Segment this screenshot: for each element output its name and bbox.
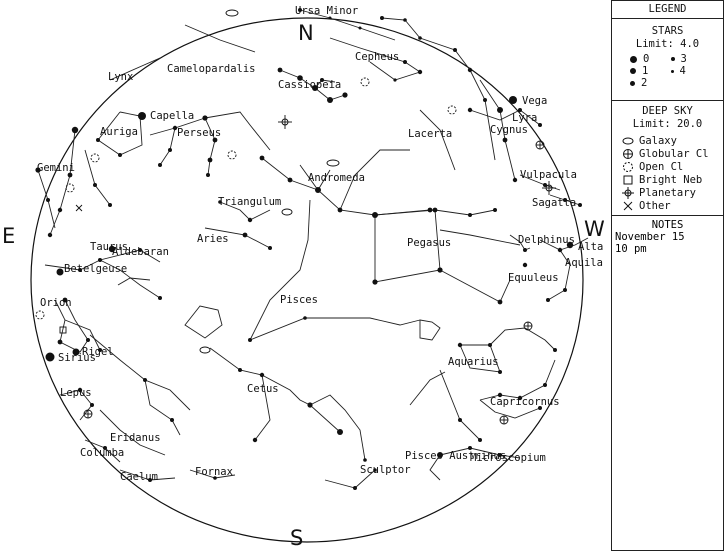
legend-galaxy: Galaxy bbox=[622, 134, 719, 147]
galaxy-andromeda bbox=[326, 159, 340, 167]
other-icon bbox=[622, 200, 634, 212]
label-vulpecula: Vulpacula bbox=[520, 169, 577, 181]
legend-bright-nebula: Bright Neb bbox=[622, 173, 719, 186]
label-cepheus: Cepheus bbox=[355, 51, 399, 63]
label-sagitta: Sagatta bbox=[532, 197, 576, 209]
label-camelopardalis: Camelopardalis bbox=[167, 63, 256, 75]
label-lynx: Lynx bbox=[108, 71, 133, 83]
open-cluster-icon bbox=[622, 161, 634, 173]
label-cassiopeia: Cassiopeia bbox=[278, 79, 341, 91]
stars-section: STARS Limit: 4.0 0 3 1 4 2 bbox=[612, 19, 723, 101]
star-mag-4-icon bbox=[670, 69, 674, 73]
direction-north: N bbox=[298, 21, 314, 45]
label-aldebaran: Aldebaran bbox=[112, 246, 169, 258]
star-rigel bbox=[72, 348, 80, 356]
direction-east: E bbox=[2, 224, 15, 248]
label-altair: Alta bbox=[578, 241, 603, 253]
label-gemini: Gemini bbox=[37, 162, 75, 174]
magnitude-key: 0 3 1 4 2 bbox=[630, 53, 711, 89]
magnitude-2: 2 bbox=[630, 77, 671, 89]
notes-date: November 15 bbox=[615, 231, 685, 243]
label-microscopium: Microscopium bbox=[470, 452, 546, 464]
label-sirius: Sirius bbox=[58, 352, 96, 364]
magnitude-0: 0 bbox=[630, 53, 671, 65]
deep-sky-objects bbox=[35, 9, 556, 425]
label-pisces-austrinus: Pisces Austrinus bbox=[405, 450, 506, 462]
label-rigel: Rigel bbox=[82, 346, 114, 358]
label-columba: Columba bbox=[80, 447, 124, 459]
label-cygnus: Cygnus bbox=[490, 124, 528, 136]
constellation-labels: Ursa Minor Cepheus Camelopardalis Lynx C… bbox=[37, 5, 603, 483]
bright-nebula-icon bbox=[622, 174, 634, 186]
galaxy-icon bbox=[622, 135, 634, 147]
label-betelgeuse: Betelgeuse bbox=[64, 263, 127, 275]
legend-title: LEGEND bbox=[648, 3, 687, 15]
direction-south: S bbox=[290, 526, 303, 550]
planetary-nebula-icon bbox=[622, 186, 634, 199]
stars-limit: Limit: 4.0 bbox=[635, 38, 700, 50]
star-field bbox=[35, 8, 582, 490]
star-mag-3-icon bbox=[670, 57, 675, 61]
star-vega bbox=[509, 96, 517, 104]
star-capella bbox=[138, 112, 146, 120]
star-betelgeuse bbox=[56, 268, 64, 276]
label-aries: Aries bbox=[197, 233, 229, 245]
label-equuleus: Equuleus bbox=[508, 272, 559, 284]
star-mag-0-icon bbox=[630, 55, 637, 63]
globular-cluster-icon bbox=[622, 148, 634, 160]
label-lyra: Lyra bbox=[512, 112, 537, 124]
star-aldebaran bbox=[108, 245, 116, 253]
magnitude-4: 4 bbox=[670, 65, 712, 77]
star-mag-2-icon bbox=[630, 80, 635, 86]
label-pegasus: Pegasus bbox=[407, 237, 451, 249]
label-auriga: Auriga bbox=[100, 126, 138, 138]
label-cetus: Cetus bbox=[247, 383, 279, 395]
legend-panel: LEGEND STARS Limit: 4.0 0 3 1 4 2 DEEP S… bbox=[611, 0, 724, 551]
label-aquarius: Aquarius bbox=[448, 356, 499, 368]
label-lepus: Lepus bbox=[60, 387, 92, 399]
label-caelum: Caelum bbox=[120, 471, 158, 483]
magnitude-3: 3 bbox=[670, 53, 712, 65]
notes-title: NOTES bbox=[651, 219, 684, 231]
label-pisces: Pisces bbox=[280, 294, 318, 306]
legend-header: LEGEND bbox=[612, 1, 723, 19]
label-sculptor: Sculptor bbox=[360, 464, 411, 476]
label-vega: Vega bbox=[522, 95, 547, 107]
label-orion: Orion bbox=[40, 297, 72, 309]
star-sirius bbox=[45, 352, 55, 362]
label-fornax: Fornax bbox=[195, 466, 233, 478]
sky-chart: N S E W Ursa Minor Cepheus Camelopardali… bbox=[2, 5, 605, 550]
label-triangulum: Triangulum bbox=[218, 196, 281, 208]
label-capella: Capella bbox=[150, 110, 194, 122]
direction-west: W bbox=[584, 217, 605, 241]
label-eridanus: Eridanus bbox=[110, 432, 161, 444]
label-ursa-minor: Ursa Minor bbox=[295, 5, 358, 17]
horizon-circle bbox=[30, 17, 584, 543]
legend-open-cluster: Open Cl bbox=[622, 160, 719, 173]
deep-sky-section: DEEP SKY Limit: 20.0 Galaxy Globular Cl … bbox=[612, 101, 723, 216]
magnitude-1: 1 bbox=[630, 65, 671, 77]
notes-time: 10 pm bbox=[615, 243, 647, 255]
notes-section: NOTES November 15 10 pm bbox=[612, 216, 723, 255]
star-mag-1-icon bbox=[630, 68, 636, 74]
label-lacerta: Lacerta bbox=[408, 128, 452, 140]
deep-sky-title: DEEP SKY bbox=[642, 105, 693, 117]
deep-sky-limit: Limit: 20.0 bbox=[632, 118, 703, 130]
label-capricornus: Capricornus bbox=[490, 396, 560, 408]
legend-other: Other bbox=[622, 199, 719, 212]
label-taurus: Taurus bbox=[90, 241, 128, 253]
label-aquila: Aquila bbox=[565, 257, 603, 269]
stars-title: STARS bbox=[651, 25, 684, 37]
label-andromeda: Andromeda bbox=[308, 172, 365, 184]
legend-globular: Globular Cl bbox=[622, 147, 719, 160]
label-delphinus: Delphinus bbox=[518, 234, 575, 246]
notes-body: November 15 10 pm bbox=[612, 231, 723, 255]
label-perseus: Perseus bbox=[177, 127, 221, 139]
legend-planetary: Planetary bbox=[622, 186, 719, 199]
star-altair bbox=[566, 241, 574, 249]
